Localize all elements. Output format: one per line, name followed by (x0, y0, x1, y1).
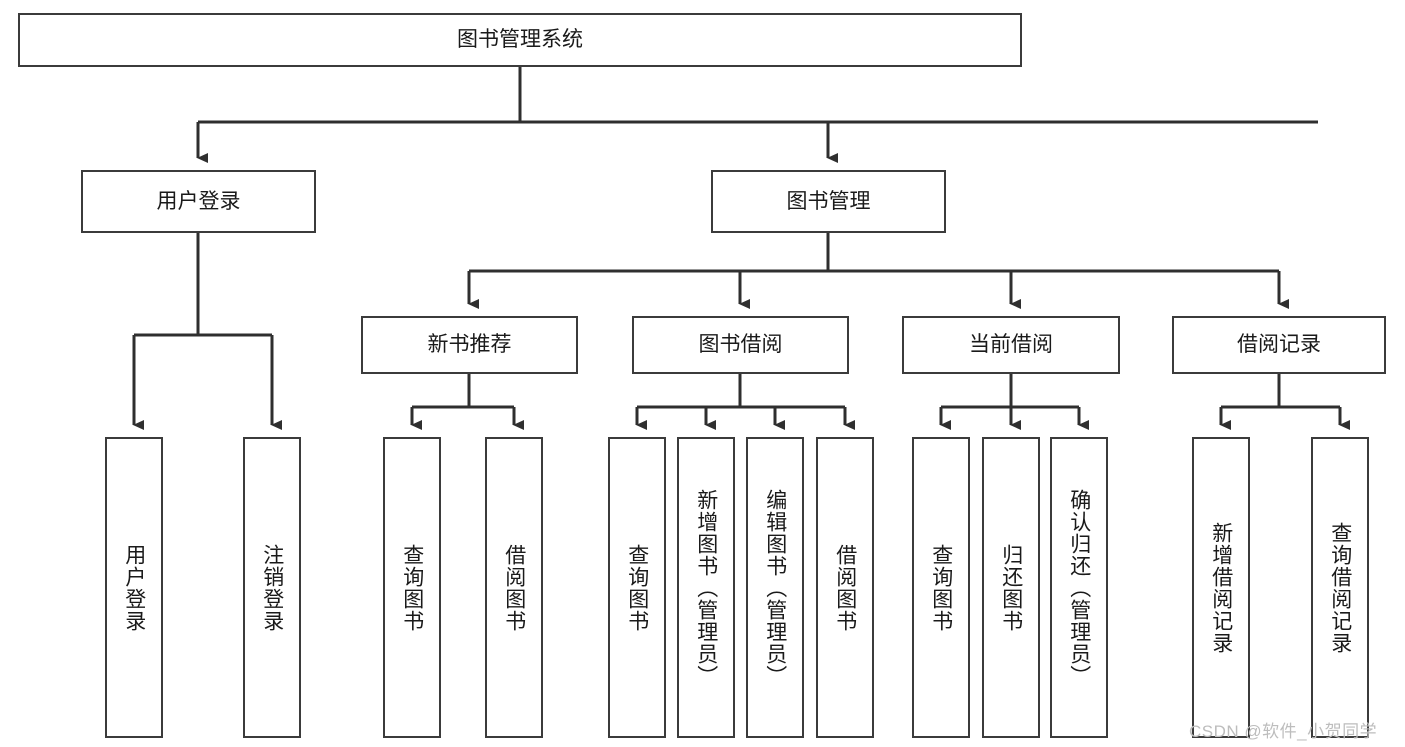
node-current-borrow-label: 当前借阅 (969, 333, 1053, 357)
leaf-new-book-borrow[interactable]: 借阅图书 (485, 437, 543, 738)
node-user-login-label: 用户登录 (156, 189, 241, 213)
leaf-current-borrow-confirm-return[interactable]: 确认归还（管理员） (1050, 437, 1108, 738)
node-root[interactable]: 图书管理系统 (18, 13, 1022, 67)
node-book-borrow[interactable]: 图书借阅 (632, 316, 849, 374)
leaf-label: 注销登录 (260, 543, 284, 632)
leaf-book-borrow-query[interactable]: 查询图书 (608, 437, 666, 738)
leaf-book-borrow-edit[interactable]: 编辑图书（管理员） (746, 437, 804, 738)
leaf-label: 查询借阅记录 (1328, 521, 1352, 654)
leaf-label: 新增图书（管理员） (694, 488, 718, 687)
node-book-management[interactable]: 图书管理 (711, 170, 946, 233)
leaf-current-borrow-return[interactable]: 归还图书 (982, 437, 1040, 738)
node-borrow-record[interactable]: 借阅记录 (1172, 316, 1386, 374)
leaf-label: 用户登录 (122, 543, 146, 632)
leaf-borrow-record-add[interactable]: 新增借阅记录 (1192, 437, 1250, 738)
node-root-label: 图书管理系统 (457, 28, 583, 52)
leaf-book-borrow-add[interactable]: 新增图书（管理员） (677, 437, 735, 738)
node-book-borrow-label: 图书借阅 (698, 333, 783, 357)
node-current-borrow[interactable]: 当前借阅 (902, 316, 1120, 374)
leaf-label: 查询图书 (625, 543, 649, 632)
leaf-label: 查询图书 (929, 543, 953, 632)
node-borrow-record-label: 借阅记录 (1237, 333, 1321, 357)
node-book-management-label: 图书管理 (786, 189, 871, 213)
leaf-label: 编辑图书（管理员） (763, 488, 787, 687)
leaf-current-borrow-query[interactable]: 查询图书 (912, 437, 970, 738)
node-new-book-recommend[interactable]: 新书推荐 (361, 316, 578, 374)
leaf-borrow-record-query[interactable]: 查询借阅记录 (1311, 437, 1369, 738)
leaf-user-login-logout[interactable]: 注销登录 (243, 437, 301, 738)
node-new-book-recommend-label: 新书推荐 (427, 333, 512, 357)
leaf-label: 确认归还（管理员） (1067, 488, 1091, 687)
leaf-new-book-query[interactable]: 查询图书 (383, 437, 441, 738)
leaf-label: 查询图书 (400, 543, 424, 632)
leaf-label: 借阅图书 (502, 543, 526, 632)
leaf-label: 归还图书 (999, 543, 1023, 632)
leaf-label: 借阅图书 (833, 543, 857, 632)
leaf-label: 新增借阅记录 (1209, 521, 1233, 654)
leaf-user-login-login[interactable]: 用户登录 (105, 437, 163, 738)
node-user-login[interactable]: 用户登录 (81, 170, 316, 233)
leaf-book-borrow-borrow[interactable]: 借阅图书 (816, 437, 874, 738)
